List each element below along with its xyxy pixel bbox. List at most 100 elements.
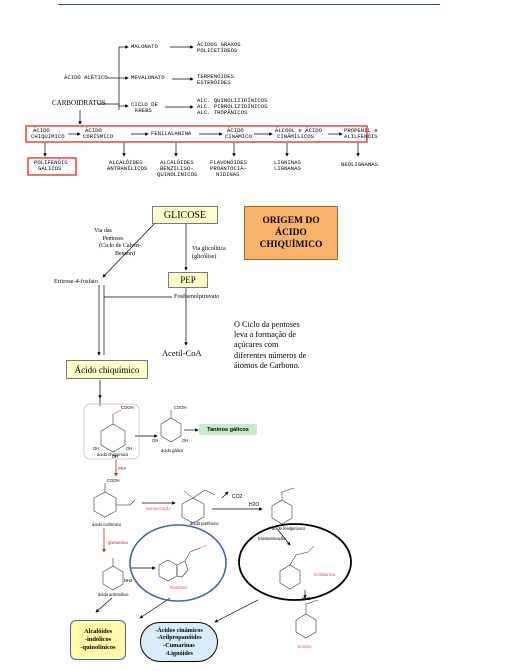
label-acido-corismico: ácido corísmico: [92, 522, 122, 527]
product-lign-1: LIGNINAS: [274, 159, 301, 166]
product-polifenois-2: GÁLICOS: [38, 165, 62, 172]
chain-propenil-2: ALILFENÓIS: [344, 133, 378, 140]
via-pentoses-2: Pentoses: [102, 235, 124, 242]
chain-alcool-2: CINÂMÍLICOS: [277, 133, 314, 140]
alcaloides-line-3: -quinolínicos: [80, 644, 116, 651]
note-line-4: diferentes números de: [234, 350, 307, 360]
acido-chiquimico-label: Ácido chiquímico: [74, 364, 140, 375]
alcaloides-line-2: -indólicos: [84, 636, 112, 643]
label-acido-galico: ácido gálico: [161, 448, 184, 453]
product-neolignanas: NEOLIGNANAS: [341, 161, 378, 168]
via-glicolitica: Via glicolítica (glicólise): [192, 246, 226, 261]
note-line-3: açúcares com: [234, 340, 279, 350]
label-acido-acetico: ÁCIDO ACÉTICO: [64, 74, 108, 81]
via-pentoses: Via das Pentoses (Ciclo de Calvin- Benso…: [70, 228, 160, 258]
note-line-5: átomos de Carbono.: [234, 360, 300, 370]
taninos-box: Taninos gálicos: [199, 424, 257, 435]
via-glicolitica-2: (glicólise): [192, 253, 217, 260]
product-flav-2: PROANTOCIA-: [210, 165, 247, 172]
product-benzil-1: ALCALÓIDES: [160, 159, 194, 166]
label-acidos-graxos-1: ÁCIDOS GRAXOS: [197, 41, 241, 48]
label-oh-3: OH: [112, 454, 119, 459]
label-ciclo-krebs-1: CICLO DE: [131, 101, 158, 108]
note-line-1: O Ciclo da pentoses: [234, 320, 300, 329]
label-eritrose: Eritrose-4-fosfato: [54, 278, 98, 285]
label-triptofano: triptofano: [170, 585, 188, 590]
pep-label: PEP: [180, 275, 196, 285]
label-h2o: H2O: [249, 502, 260, 508]
label-oh-5: OH: [182, 438, 189, 443]
chain-chiquimico-1: ÁCIDO: [33, 127, 50, 134]
origem-line-2: ÁCIDO: [275, 228, 307, 238]
label-acido-prefenico: ácido prefênico: [190, 521, 219, 526]
via-pentoses-1: Via das: [94, 228, 112, 234]
label-alc-1: ALC. QUINOLIZIDÍNICOS: [197, 97, 268, 104]
origem-box: ORIGEM DO ÁCIDO CHIQUÍMICO: [244, 206, 338, 260]
via-pentoses-3: (Ciclo de Calvin-: [99, 243, 141, 249]
label-acetil: Acetil-CoA: [162, 348, 202, 358]
label-acido-fenilpiruvico: ácido fenilpirúvico: [272, 526, 306, 531]
alcaloides-box: Alcalóides -indólicos -quinolínicos: [70, 620, 126, 660]
origem-line-1: ORIGEM DO: [262, 216, 320, 226]
label-acidos-graxos-2: POLICETÍDEOS: [197, 47, 238, 54]
label-fosfoenol: Fosfoenolpiruvato: [174, 293, 220, 300]
label-acido-antranilico: ácido antranílico: [98, 592, 129, 597]
acidos-cinamicos-box: -Ácidos cinâmicos -Arilpropanóides -Cuma…: [140, 622, 218, 662]
note-line-2: leva a formação de: [234, 330, 297, 340]
product-flav-1: FLAVONÓIDES: [210, 159, 247, 166]
label-transaminacao: transaminação: [258, 536, 286, 541]
glicose-box: GLICOSE: [152, 206, 218, 224]
chain-chiquimico-2: CHIQUÍMICO: [31, 133, 65, 140]
label-nh2-1: NH2: [124, 578, 133, 583]
taninos-label: Taninos gálicos: [207, 426, 249, 433]
label-alc-3: ALC. TROPÂNICOS: [197, 109, 248, 116]
product-flav-3: NIDINAS: [216, 171, 240, 178]
product-benzil-2: BENZILISO-: [160, 165, 194, 172]
label-pep-small: PEP: [118, 466, 127, 471]
chain-alcool-1: ÁLCOOL e ÁCIDO: [275, 127, 322, 134]
label-carboidratos: CARBOIDRATOS: [52, 99, 106, 107]
product-antranilicos-1: ALCALÓIDES: [109, 159, 143, 166]
acido-chiquimico-box: Ácido chiquímico: [66, 360, 148, 379]
label-cooh-1: COOH: [121, 405, 134, 410]
label-alc-2: ALC. PIRROLIZIDÍNICOS: [197, 103, 268, 110]
via-glicolitica-1: Via glicolítica: [192, 246, 226, 252]
label-co2: CO2: [232, 494, 243, 500]
label-nh2-2: NH2: [302, 596, 311, 601]
chain-corismico-1: ÁCIDO: [85, 127, 102, 134]
acidos-line-1: -Ácidos cinâmicos: [155, 626, 203, 634]
label-fenilalanina: fenilalanina: [314, 572, 336, 577]
label-mevalonato: MEVALONATO: [131, 74, 165, 81]
pentoses-note: O Ciclo da pentoses leva a formação de a…: [234, 320, 306, 371]
product-lign-2: LIGNANAS: [274, 165, 301, 172]
label-tirosina: tirosina: [298, 644, 312, 649]
label-isomerizacao: isomerização: [146, 506, 171, 511]
label-terpenoides-2: ESTERÓIDES: [197, 79, 231, 86]
label-glutamina: glutamina: [108, 540, 128, 545]
label-malonato: MALONATO: [131, 43, 158, 50]
acidos-line-2: -Arilpropanóides: [156, 634, 202, 642]
acidos-line-4: -Lignóides: [165, 649, 193, 657]
label-oh-4: OH: [152, 438, 159, 443]
glicose-label: GLICOSE: [163, 209, 207, 221]
label-oh-1: OH: [93, 446, 100, 451]
alcaloides-line-1: Alcalóides: [83, 628, 113, 635]
chain-corismico-2: CORÍSMICO: [83, 133, 114, 140]
label-ciclo-krebs-2: KREBS: [135, 107, 152, 114]
pep-box: PEP: [168, 272, 208, 288]
via-pentoses-4: Benson): [115, 250, 135, 257]
label-oh-2: OH: [126, 446, 133, 451]
label-cooh-3: COOH: [107, 478, 120, 483]
chain-cinamico-1: ÁCIDO: [227, 127, 244, 134]
label-acido-chiquimico-small: ácido chiquímico: [97, 452, 129, 457]
top-rule: [58, 4, 440, 5]
product-polifenois-1: POLIFENÓIS: [34, 159, 68, 166]
label-terpenoides-1: TERPENÓIDES: [197, 73, 234, 80]
chain-propenil-1: PROPENIL e: [344, 127, 378, 134]
product-benzil-3: QUINOLÍNICOS: [157, 171, 198, 178]
chain-cinamico-2: CINÂMICO: [225, 133, 252, 140]
product-antranilicos-2: ANTRANÍLICOS: [107, 165, 148, 172]
acidos-line-3: -Cumarinas: [163, 642, 195, 649]
chain-fenilalanina: FENILALANINA: [151, 130, 192, 137]
